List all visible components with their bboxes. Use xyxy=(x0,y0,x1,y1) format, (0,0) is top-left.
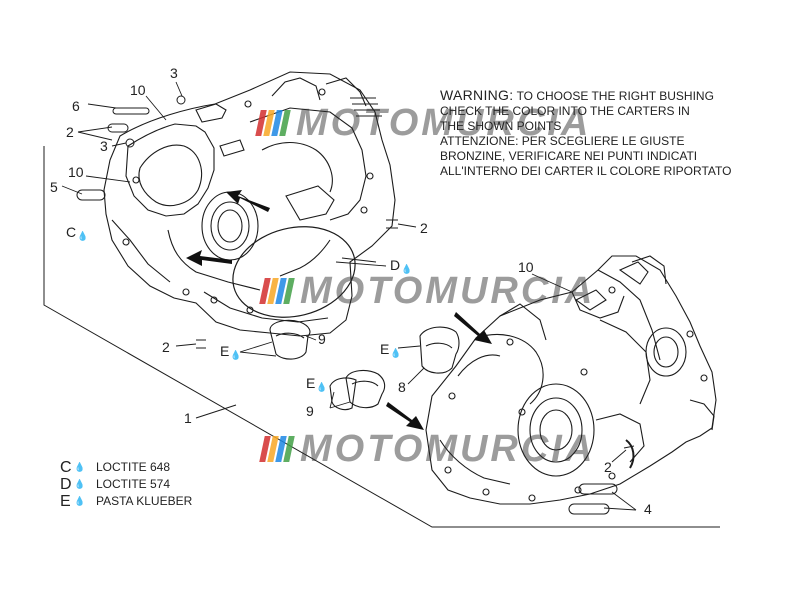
legend-text: LOCTITE 648 xyxy=(96,460,171,474)
callout-10: 10 xyxy=(518,259,534,275)
watermark-logo: MOTOMURCIA xyxy=(259,270,595,312)
callout-2: 2 xyxy=(66,124,74,140)
legend-row: E 💧 PASTA KLUEBER xyxy=(60,493,192,510)
callout-9: 9 xyxy=(306,403,314,419)
callout-C-letter: C xyxy=(66,224,77,240)
callout-5: 5 xyxy=(50,179,58,195)
callout-3: 3 xyxy=(100,138,108,154)
arrow-icon xyxy=(186,190,492,430)
warning-notice: WARNING: TO CHOOSE THE RIGHT BUSHING CHE… xyxy=(440,88,780,179)
callout-C: C💧 xyxy=(66,225,88,243)
drop-icon: 💧 xyxy=(77,231,89,241)
callout-E-letter: E xyxy=(380,341,390,357)
watermark-brand: MOTOMURCIA xyxy=(296,101,592,144)
warning-it-line-1: PER SCEGLIERE LE GIUSTE xyxy=(521,134,685,148)
warning-en-lead: WARNING: xyxy=(440,87,514,103)
legend: C 💧 LOCTITE 648 D 💧 LOCTITE 574 E 💧 PAST… xyxy=(60,459,192,510)
legend-code: D xyxy=(60,476,72,493)
callout-D-letter: D xyxy=(390,257,401,273)
callout-8: 8 xyxy=(398,379,406,395)
drop-icon: 💧 xyxy=(316,382,328,392)
watermark-brand: MOTOMURCIA xyxy=(300,427,596,470)
callout-6: 6 xyxy=(72,98,80,114)
legend-text: LOCTITE 574 xyxy=(96,477,171,491)
legend-row: D 💧 LOCTITE 574 xyxy=(60,476,192,493)
callout-2: 2 xyxy=(420,220,428,236)
callout-E: E💧 xyxy=(380,342,402,360)
legend-row: C 💧 LOCTITE 648 xyxy=(60,459,192,476)
watermark-stripes xyxy=(259,436,295,462)
callout-D: D💧 xyxy=(390,258,412,276)
legend-code: C xyxy=(60,459,72,476)
callout-E-letter: E xyxy=(306,375,316,391)
callout-E: E💧 xyxy=(306,376,328,394)
leader-1 xyxy=(195,404,237,419)
warning-it-line-2: BRONZINE, VERIFICARE NEI PUNTI INDICATI xyxy=(440,149,698,163)
warning-en-line-2: CHECK THE COLOR INTO THE CARTERS IN xyxy=(440,104,690,118)
left-crankcase xyxy=(103,71,396,337)
callout-4: 4 xyxy=(644,501,652,517)
watermark-stripes xyxy=(255,110,291,136)
drop-icon: 💧 xyxy=(74,496,86,506)
legend-code: E xyxy=(60,493,71,510)
callout-9: 9 xyxy=(318,331,326,347)
warning-en: WARNING: TO CHOOSE THE RIGHT BUSHING CHE… xyxy=(440,88,780,134)
callout-10: 10 xyxy=(130,82,146,98)
callout-10: 10 xyxy=(68,164,84,180)
callout-2: 2 xyxy=(162,339,170,355)
callout-1: 1 xyxy=(184,410,192,426)
callout-E-letter: E xyxy=(220,343,230,359)
warning-en-line-1: TO CHOOSE THE RIGHT BUSHING xyxy=(516,89,714,103)
watermark-logo: MOTOMURCIA xyxy=(255,102,591,144)
highlight-ellipse xyxy=(232,226,356,318)
legend-text: PASTA KLUEBER xyxy=(96,494,193,508)
callout-E: E💧 xyxy=(220,344,242,362)
callout-3: 3 xyxy=(170,65,178,81)
drop-icon: 💧 xyxy=(74,479,86,489)
watermark-logo: MOTOMURCIA xyxy=(259,428,595,470)
drop-icon: 💧 xyxy=(74,462,86,472)
bearing-shells xyxy=(269,319,460,411)
pins xyxy=(76,95,635,515)
leader-lines xyxy=(61,81,637,511)
drop-icon: 💧 xyxy=(401,264,413,274)
assembly-bracket-line xyxy=(43,146,720,528)
warning-it-line-3: ALL'INTERNO DEI CARTER IL COLORE RIPORTA… xyxy=(440,164,732,178)
drop-icon: 💧 xyxy=(230,350,242,360)
right-crankcase xyxy=(425,255,717,505)
warning-it-lead: ATTENZIONE: xyxy=(440,134,519,148)
callout-2: 2 xyxy=(604,459,612,475)
drop-icon: 💧 xyxy=(390,348,402,358)
warning-it: ATTENZIONE: PER SCEGLIERE LE GIUSTE BRON… xyxy=(440,134,780,179)
warning-en-line-3: THE SHOWN POINTS xyxy=(440,119,562,133)
watermark-brand: MOTOMURCIA xyxy=(300,269,596,312)
watermark-stripes xyxy=(259,278,295,304)
